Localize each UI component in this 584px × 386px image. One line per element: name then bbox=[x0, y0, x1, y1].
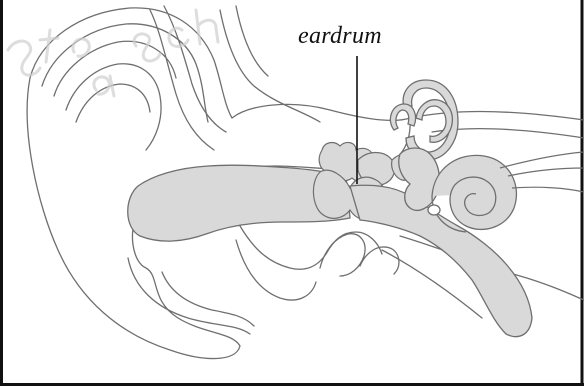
antihelix bbox=[66, 64, 161, 150]
vestibule bbox=[399, 148, 440, 210]
bony-curl-2 bbox=[360, 247, 399, 274]
lobe-fold-1 bbox=[128, 258, 250, 334]
eardrum-label: eardrum bbox=[298, 22, 438, 50]
bony-curl-1 bbox=[320, 234, 365, 276]
temporal-bone-line-upper bbox=[410, 112, 584, 139]
lobe-fold-2 bbox=[162, 272, 254, 326]
